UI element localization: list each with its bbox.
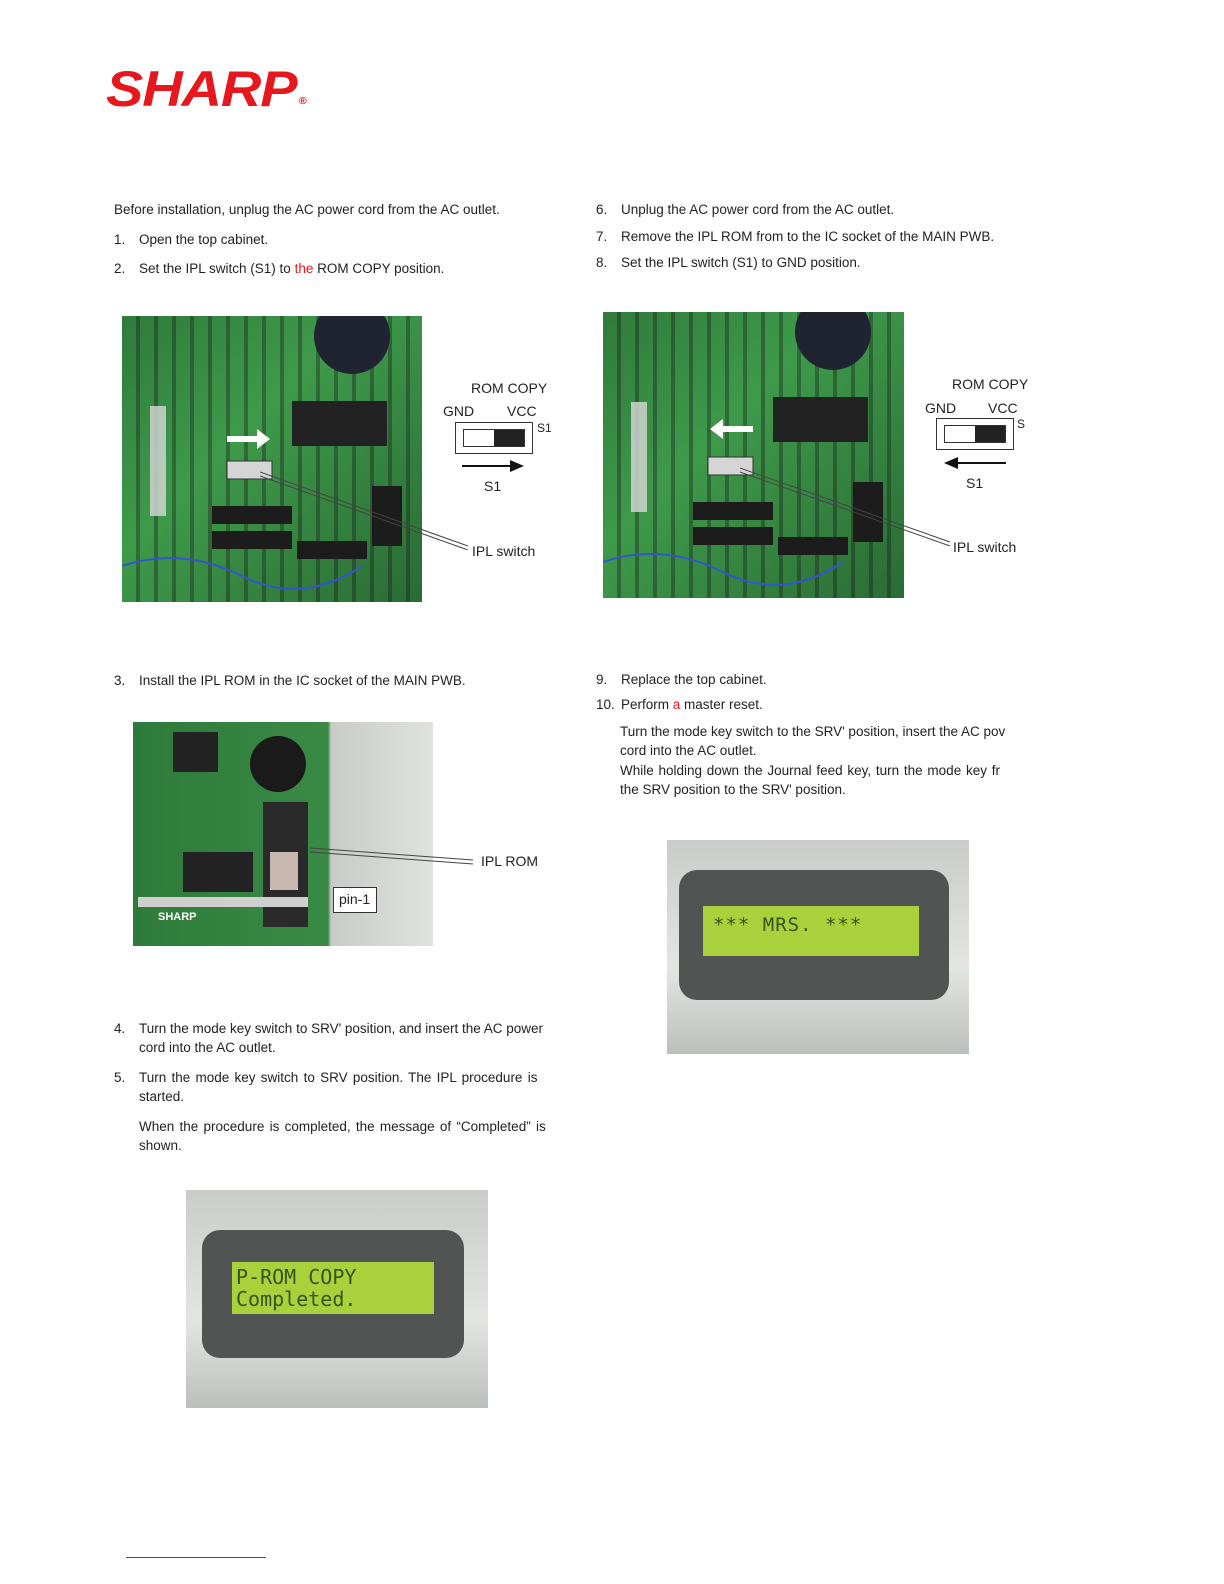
pin-1-box: pin-1 — [333, 887, 377, 913]
arrow-right-icon — [462, 460, 524, 472]
pcb-detail — [603, 312, 883, 586]
step-text-pre: Set the IPL switch (S1) to — [139, 261, 295, 276]
logo-text: SHARP — [106, 61, 298, 117]
step-6: 6. Unplug the AC power cord from the AC o… — [596, 200, 894, 219]
rom-copy-label: ROM COPY — [471, 380, 548, 396]
step-text: Open the top cabinet. — [139, 232, 269, 247]
step-number: 4. — [114, 1021, 126, 1036]
switch-knob — [975, 426, 1005, 442]
step-text: Set the IPL switch (S1) to GND position. — [621, 255, 861, 270]
registered-mark: ® — [298, 96, 307, 107]
step-10-note-line3: While holding down the Journal feed key,… — [620, 763, 1000, 778]
step-text-post: ROM COPY position. — [313, 261, 445, 276]
s1-side-label-right: S — [1017, 417, 1026, 431]
step-number: 2. — [114, 261, 126, 276]
switch-slot — [944, 425, 1006, 443]
step-text-highlight: a — [672, 697, 681, 712]
step-4: 4. Turn the mode key switch to SRV' posit… — [114, 1019, 561, 1038]
step-5: 5. Turn the mode key switch to SRV positi… — [114, 1068, 537, 1087]
vcc-label: VCC — [507, 403, 537, 419]
pcb-photo-gnd — [603, 312, 904, 598]
lcd-photo-mrs: *** MRS. *** — [667, 840, 969, 1054]
switch-slot — [463, 429, 525, 447]
step-text-line1: Turn the mode key switch to SRV position… — [139, 1070, 538, 1085]
step-text-line1: Turn the mode key switch to SRV' positio… — [139, 1021, 544, 1036]
pcb-photo-rom-copy — [122, 316, 422, 602]
step-5-line2: started. — [139, 1089, 185, 1104]
ipl-rom-label: IPL ROM — [481, 853, 539, 869]
step-3: 3. Install the IPL ROM in the IC socket o… — [114, 671, 466, 690]
ipl-switch-label: IPL switch — [472, 543, 536, 559]
callout-line — [260, 471, 469, 550]
step-number: 5. — [114, 1070, 126, 1085]
step-1: 1. Open the top cabinet. — [114, 230, 268, 249]
pcb-detail — [122, 316, 402, 590]
switch-knob — [494, 430, 524, 446]
step-number: 6. — [596, 202, 608, 217]
step-text-post: master reset. — [680, 697, 763, 712]
step-8: 8. Set the IPL switch (S1) to GND positio… — [596, 253, 861, 272]
pin-1-label: pin-1 — [339, 891, 371, 907]
lcd-screen: *** MRS. *** — [703, 906, 919, 956]
step-5-note-line1: When the procedure is completed, the mes… — [139, 1119, 546, 1134]
vcc-label-right: VCC — [988, 400, 1018, 416]
step-number: 7. — [596, 229, 608, 244]
callout-line-right — [740, 467, 951, 546]
step-7: 7. Remove the IPL ROM from to the IC sock… — [596, 227, 994, 246]
intro-text: Before installation, unplug the AC power… — [114, 202, 500, 217]
step-number: 10. — [596, 697, 615, 712]
ipl-rom-photo: SHARP — [133, 722, 433, 946]
lcd-line-1: *** MRS. *** — [713, 914, 863, 936]
step-2: 2. Set the IPL switch (S1) to the ROM COP… — [114, 259, 444, 278]
lcd-line-1: P-ROM COPY — [236, 1265, 357, 1289]
gnd-label: GND — [443, 403, 475, 419]
board-sharp-mark: SHARP — [158, 911, 197, 923]
step-9: 9. Replace the top cabinet. — [596, 670, 767, 689]
footer-link-underline — [126, 1557, 266, 1558]
gnd-label-right: GND — [925, 400, 957, 416]
step-number: 9. — [596, 672, 608, 687]
s1-side-label: S1 — [537, 421, 552, 435]
arrow-left-icon — [944, 457, 1006, 469]
step-10: 10. Perform a master reset. — [596, 695, 763, 714]
rom-copy-label-right: ROM COPY — [952, 376, 1029, 392]
switch-diagram-right — [936, 418, 1014, 450]
step-number: 1. — [114, 232, 126, 247]
step-4-line2: cord into the AC outlet. — [139, 1040, 276, 1055]
step-10-note-line2: cord into the AC outlet. — [620, 743, 757, 758]
step-text: Remove the IPL ROM from to the IC socket… — [621, 229, 995, 244]
step-10-note-line4: the SRV position to the SRV' position. — [620, 782, 846, 797]
lcd-line-2: Completed. — [236, 1287, 357, 1311]
ipl-rom-callout-line — [310, 847, 474, 865]
lcd-screen: P-ROM COPY Completed. — [232, 1262, 434, 1314]
s1-bottom-label: S1 — [484, 478, 502, 494]
step-text: Install the IPL ROM in the IC socket of … — [139, 673, 466, 688]
ipl-switch-label-right: IPL switch — [953, 539, 1017, 555]
step-number: 3. — [114, 673, 126, 688]
step-text-highlight: the — [294, 261, 314, 276]
rom-detail: SHARP — [138, 732, 308, 927]
step-text-pre: Perform — [621, 697, 673, 712]
step-number: 8. — [596, 255, 608, 270]
s1-bottom-label-right: S1 — [966, 475, 984, 491]
sharp-logo: SHARP® — [106, 60, 307, 118]
step-text: Unplug the AC power cord from the AC out… — [621, 202, 895, 217]
step-5-note-line2: shown. — [139, 1138, 182, 1153]
lcd-photo-completed: P-ROM COPY Completed. — [186, 1190, 488, 1408]
step-text: Replace the top cabinet. — [621, 672, 767, 687]
switch-diagram — [455, 422, 533, 454]
step-10-note-line1: Turn the mode key switch to the SRV' pos… — [620, 724, 1006, 739]
